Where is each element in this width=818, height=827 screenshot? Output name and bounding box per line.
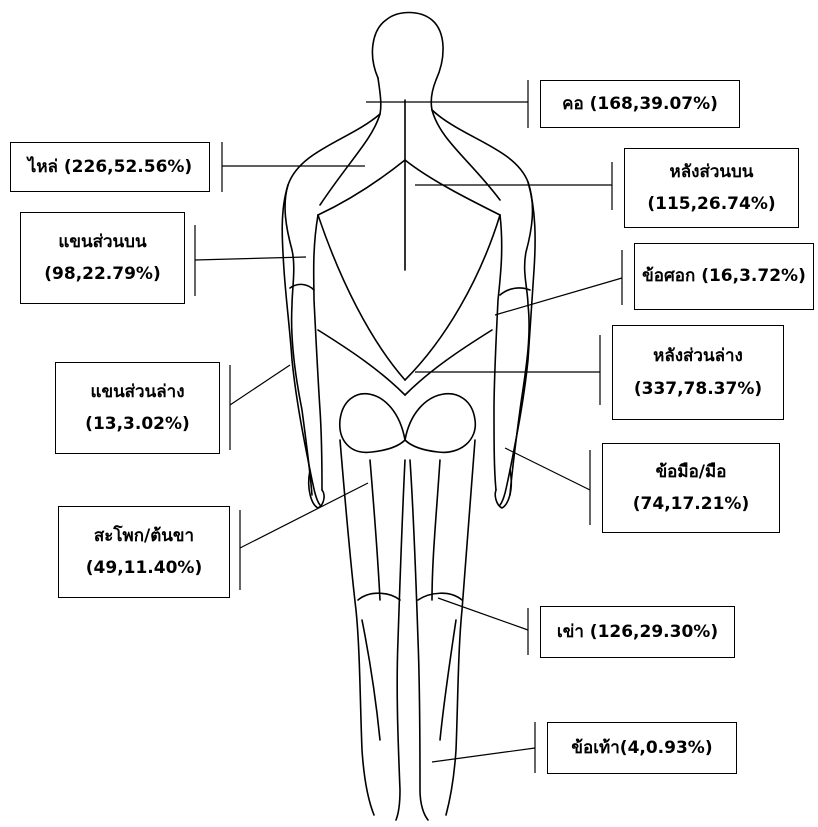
leader-forearm [230,365,290,405]
left-calf [362,620,380,740]
lower-back-left [318,330,405,395]
label-wrist-hand-value: (74,17.21%) [633,488,749,520]
label-knee-value: (126,29.30%) [590,622,718,642]
right-elbow [500,288,530,295]
left-thigh-line [370,460,380,600]
leader-knee [438,598,528,630]
label-hip-thigh-name: สะโพก/ต้นขา [94,520,194,552]
right-calf [440,620,456,740]
lower-back-right [405,330,492,395]
trapezius-right [432,110,500,200]
label-wrist-hand: ข้อมือ/มือ (74,17.21%) [602,443,780,533]
human-body-figure [282,13,535,821]
label-neck-name: คอ [562,94,584,114]
leader-wrist-hand [505,448,590,490]
label-shoulder-name: ไหล่ [28,157,58,177]
label-neck: คอ (168,39.07%) [540,80,740,128]
head-outline [372,13,443,111]
leader-ankle [432,748,535,762]
buttocks [340,394,476,453]
label-hip-thigh: สะโพก/ต้นขา (49,11.40%) [58,506,230,598]
leader-elbow [495,278,622,315]
label-ankle: ข้อเท้า(4,0.93%) [547,722,737,774]
neck-left [378,78,381,114]
label-upper-arm: แขนส่วนบน (98,22.79%) [20,212,185,304]
left-leg-outer [340,440,374,815]
label-lower-back: หลังส่วนล่าง (337,78.37%) [612,325,784,420]
label-knee: เข่า (126,29.30%) [540,606,735,658]
label-upper-arm-name: แขนส่วนบน [58,226,146,258]
label-ankle-name: ข้อเท้า [571,738,619,758]
label-upper-back-name: หลังส่วนบน [670,156,754,188]
label-forearm-value: (13,3.02%) [85,408,190,440]
right-leg-inner [410,460,428,820]
upper-back-right [405,160,500,215]
label-elbow-value: (16,3.72%) [701,266,806,286]
right-leg-outer [446,440,475,815]
upper-back-left [318,160,405,215]
label-shoulder: ไหล่ (226,52.56%) [10,142,210,192]
torso-right-outline [432,110,532,495]
right-arm-inner [494,215,502,490]
left-arm-inner [314,215,322,490]
trapezius-left [320,114,380,205]
label-elbow-name: ข้อศอก [642,266,695,286]
leader-upper-arm [195,257,306,260]
back-x-left [318,215,405,380]
label-shoulder-value: (226,52.56%) [64,157,192,177]
label-ankle-value: (4,0.93%) [620,738,713,758]
torso-left-outline [285,114,380,495]
label-wrist-hand-name: ข้อมือ/มือ [656,456,727,488]
label-hip-thigh-value: (49,11.40%) [86,552,202,584]
label-neck-value: (168,39.07%) [590,94,718,114]
label-lower-back-value: (337,78.37%) [634,373,762,405]
label-elbow: ข้อศอก (16,3.72%) [634,243,814,310]
left-leg-inner [396,460,405,820]
right-arm-outer [500,182,535,505]
label-upper-back: หลังส่วนบน (115,26.74%) [624,148,799,228]
label-knee-name: เข่า [557,622,584,642]
label-upper-back-value: (115,26.74%) [647,188,775,220]
label-forearm: แขนส่วนล่าง (13,3.02%) [55,362,220,454]
label-forearm-name: แขนส่วนล่าง [90,376,184,408]
label-upper-arm-value: (98,22.79%) [44,258,160,290]
right-thigh-line [432,460,440,600]
label-lower-back-name: หลังส่วนล่าง [653,340,743,372]
